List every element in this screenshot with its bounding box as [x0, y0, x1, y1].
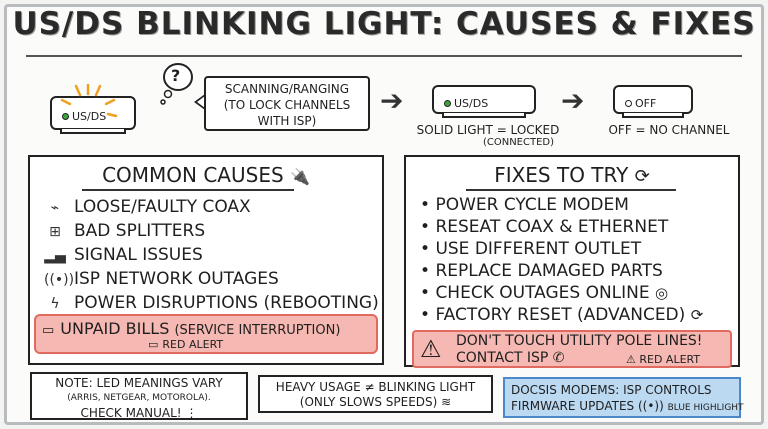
off-caption: OFF = NO CHANNEL: [608, 123, 730, 137]
credit-card-icon: ▭: [42, 323, 55, 338]
modem-base: [622, 113, 684, 118]
led-note: NOTE: LED MEANINGS VARY (ARRIS, NETGEAR,…: [30, 372, 248, 420]
cause-item: ⊞ BAD SPLITTERS: [44, 221, 205, 241]
led-note-line3: CHECK MANUAL! ⋮: [32, 406, 246, 421]
fix-text: POWER CYCLE MODEM: [435, 195, 629, 215]
modem-solid-label: US/DS: [454, 97, 489, 110]
fix-text: USE DIFFERENT OUTLET: [435, 239, 642, 259]
bubble-line: (TO LOCK CHANNELS: [223, 98, 351, 112]
led-note-line1: NOTE: LED MEANINGS VARY: [55, 376, 223, 390]
question-mark: ?: [171, 66, 181, 85]
antenna-icon: ((•)): [637, 399, 664, 413]
cause-item: ▂▄ SIGNAL ISSUES: [44, 245, 203, 265]
fixes-title-text: FIXES TO TRY: [494, 163, 629, 187]
modem-base: [442, 113, 526, 118]
solid-caption: SOLID LIGHT = LOCKED (CONNECTED): [408, 123, 568, 148]
warning-line2: CONTACT ISP ✆: [456, 350, 565, 366]
wifi-icon: ≋: [441, 395, 452, 409]
wifi-tower-icon: ((•)): [44, 272, 75, 288]
led-off-icon: [625, 100, 632, 107]
unpaid-sub: (SERVICE INTERRUPTION): [174, 323, 341, 338]
modem-base: [60, 129, 126, 134]
modem-off: OFF: [613, 85, 693, 114]
cause-text: POWER DISRUPTIONS (REBOOTING): [74, 293, 379, 313]
red-alert-label: RED ALERT: [162, 338, 224, 351]
pole-lines-warning: ⚠ DON'T TOUCH UTILITY POLE LINES! CONTAC…: [412, 330, 732, 368]
warning-line1: DON'T TOUCH UTILITY POLE LINES!: [456, 333, 703, 349]
bubble-line: WITH ISP): [257, 114, 317, 128]
modem-off-label: OFF: [635, 97, 657, 110]
signal-icon: ▂▄: [44, 248, 66, 264]
solid-caption-text: SOLID LIGHT = LOCKED: [416, 123, 560, 137]
arrow-right-icon: ➔: [561, 84, 585, 117]
usage-line2-text: (ONLY SLOWS SPEEDS): [299, 395, 438, 409]
fix-text: FACTORY RESET (ADVANCED): [435, 305, 686, 325]
arrow-right-icon: ➔: [380, 84, 404, 117]
cause-text: BAD SPLITTERS: [74, 221, 206, 241]
fixes-title-underline: [466, 189, 676, 191]
docsis-highlight: DOCSIS MODEMS: ISP CONTROLS FIRMWARE UPD…: [503, 377, 744, 418]
modem-solid: US/DS: [432, 85, 536, 114]
credit-card-icon: ▭: [148, 338, 159, 351]
usage-note: HEAVY USAGE ≠ BLINKING LIGHT (ONLY SLOWS…: [258, 375, 493, 413]
fix-text: REPLACE DAMAGED PARTS: [435, 261, 663, 281]
unpaid-bills-alert: ▭UNPAID BILLS (SERVICE INTERRUPTION) ▭RE…: [34, 314, 378, 354]
title-underline: [26, 55, 742, 57]
causes-title-underline: [82, 189, 294, 191]
cause-item: ϟ POWER DISRUPTIONS (REBOOTING): [44, 293, 379, 313]
page-title: US/DS BLINKING LIGHT: CAUSES & FIXES: [12, 6, 756, 42]
refresh-icon: ⟳: [634, 166, 650, 187]
fix-item: • FACTORY RESET (ADVANCED) ⟳: [420, 305, 704, 325]
fix-item: • USE DIFFERENT OUTLET: [420, 239, 642, 259]
fix-item: • POWER CYCLE MODEM: [420, 195, 629, 215]
cause-item: ⌁ LOOSE/FAULTY COAX: [44, 197, 251, 217]
red-alert-label: RED ALERT: [639, 353, 701, 366]
causes-title: COMMON CAUSES 🔌: [30, 163, 382, 187]
fix-text: RESEAT COAX & ETHERNET: [435, 217, 669, 237]
blue-highlight-label: BLUE HIGHLIGHT: [667, 403, 744, 413]
traffic-light-icon: ⋮: [185, 406, 198, 420]
usage-line2: (ONLY SLOWS SPEEDS) ≋: [260, 395, 491, 410]
plug-icon: 🔌: [290, 167, 310, 186]
unpaid-line: ▭ UNPAID BILLS (SERVICE INTERRUPTION): [42, 319, 340, 338]
warning-icon: ⚠: [626, 353, 636, 366]
thought-bubble-icon: [160, 63, 193, 105]
splitter-icon: ⊞: [49, 224, 61, 240]
led-blinking-icon: [62, 113, 69, 120]
reset-icon: ⟳: [690, 306, 704, 324]
globe-icon: ◎: [655, 284, 669, 302]
unpaid-main: UNPAID BILLS: [60, 319, 170, 338]
causes-title-text: COMMON CAUSES: [102, 163, 284, 187]
phone-icon: ✆: [552, 350, 565, 366]
warning-icon: ⚠: [420, 335, 442, 363]
check-manual: CHECK MANUAL!: [80, 406, 182, 420]
warning-tag: ⚠ RED ALERT: [626, 353, 700, 366]
fix-item: • RESEAT COAX & ETHERNET: [420, 217, 669, 237]
modem-blinking-label: US/DS: [72, 110, 107, 123]
led-note-line2: (ARRIS, NETGEAR, MOTOROLA).: [67, 393, 211, 403]
cause-text: ISP NETWORK OUTAGES: [74, 269, 279, 289]
cause-text: LOOSE/FAULTY COAX: [74, 197, 251, 217]
docsis-line2-text: FIRMWARE UPDATES: [511, 399, 635, 413]
docsis-line2: FIRMWARE UPDATES ((•)) BLUE HIGHLIGHT: [511, 398, 744, 416]
led-solid-icon: [444, 100, 451, 107]
bubble-line: SCANNING/RANGING: [224, 82, 350, 96]
usage-line1: HEAVY USAGE ≠ BLINKING LIGHT: [275, 380, 476, 394]
fix-item: • REPLACE DAMAGED PARTS: [420, 261, 663, 281]
contact-isp: CONTACT ISP: [456, 350, 549, 366]
coax-cable-icon: ⌁: [50, 200, 60, 216]
lightning-icon: ϟ: [50, 296, 60, 312]
fix-item: • CHECK OUTAGES ONLINE ◎: [420, 283, 669, 303]
fixes-title: FIXES TO TRY ⟳: [406, 163, 738, 187]
scanning-bubble: SCANNING/RANGING (TO LOCK CHANNELS WITH …: [204, 76, 370, 131]
blink-rays-icon: [60, 83, 118, 118]
fix-text: CHECK OUTAGES ONLINE: [435, 283, 650, 303]
solid-caption-sub: (CONNECTED): [482, 137, 554, 148]
cause-text: SIGNAL ISSUES: [74, 245, 203, 265]
docsis-line1: DOCSIS MODEMS: ISP CONTROLS: [511, 383, 712, 397]
cause-item: ((•))ISP NETWORK OUTAGES: [44, 269, 279, 289]
unpaid-tag: ▭RED ALERT: [148, 338, 223, 351]
